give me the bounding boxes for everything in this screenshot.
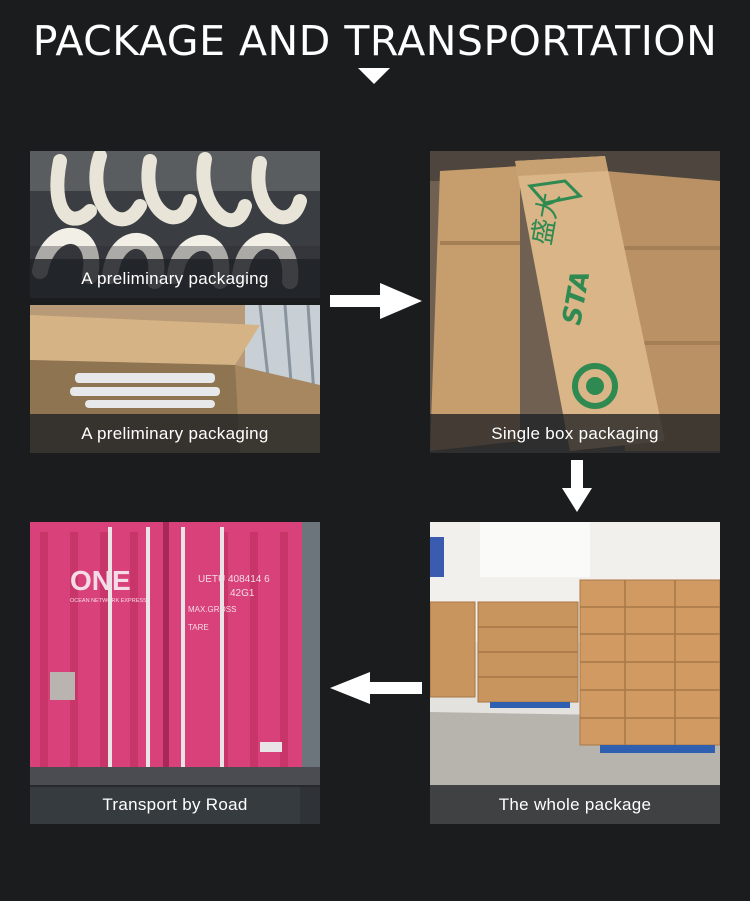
photo-transport-by-road: ONE OCEAN NETWORK EXPRESS UETU 408414 6 …: [30, 522, 320, 824]
container-spec-1-text: MAX.GROSS: [188, 605, 236, 614]
page-title: PACKAGE AND TRANSPORTATION: [32, 17, 718, 65]
arrow-down-icon: [562, 460, 592, 512]
photo-preliminary-packaging-1: A preliminary packaging: [30, 151, 320, 298]
caption-single-box: Single box packaging: [430, 414, 720, 453]
caption-transport-road: Transport by Road: [30, 785, 320, 824]
arrow-right-icon: [330, 283, 422, 319]
caption-whole-package: The whole package: [430, 785, 720, 824]
photo-preliminary-packaging-2: A preliminary packaging: [30, 305, 320, 453]
caption-preliminary-2: A preliminary packaging: [30, 414, 320, 453]
container-type-text: 42G1: [230, 588, 255, 599]
arrow-left-icon: [330, 672, 422, 704]
photo-whole-package: The whole package: [430, 522, 720, 824]
container-sub-text: OCEAN NETWORK EXPRESS: [70, 598, 147, 604]
photo-single-box-packaging: 盛大 STA Single box packaging: [430, 151, 720, 453]
caption-preliminary-1: A preliminary packaging: [30, 259, 320, 298]
container-brand-text: ONE: [70, 565, 131, 596]
container-spec-2-text: TARE: [188, 623, 209, 632]
container-code-text: UETU 408414 6: [198, 574, 270, 585]
caret-down-icon: [358, 68, 390, 84]
